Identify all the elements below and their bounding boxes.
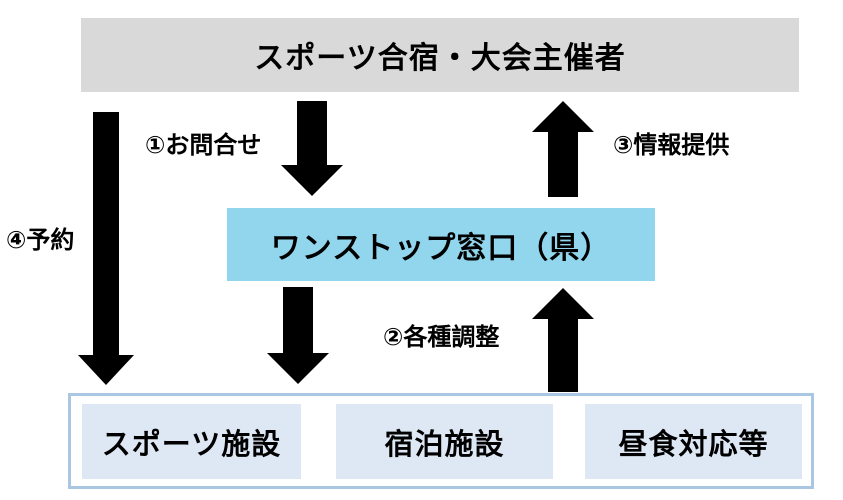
inquiry-arrow-down-icon [281,101,343,196]
onestop-window-box: ワンストップ窓口（県） [227,208,655,281]
onestop-window-label: ワンストップ窓口（県） [270,231,612,265]
organizer-box: スポーツ合宿・大会主催者 [81,18,799,92]
reservation-flow-label: ④予約 [6,227,75,254]
facility-box-lunch: 昼食対応等 [585,404,802,479]
coordination-flow-label: ②各種調整 [383,324,500,351]
facilities-container: スポーツ施設 宿泊施設 昼食対応等 [68,393,814,489]
organizer-label: スポーツ合宿・大会主催者 [254,42,626,75]
facility-lodging-label: 宿泊施設 [384,428,505,461]
information-arrow-up-icon [532,101,594,197]
facility-sports-label: スポーツ施設 [101,428,282,461]
coordination-arrow-down-icon [267,287,329,384]
information-flow-label: ③情報提供 [613,132,730,159]
inquiry-flow-label: ①お問合せ [145,132,262,159]
facility-lunch-label: 昼食対応等 [618,428,769,461]
facility-box-sports: スポーツ施設 [82,404,301,479]
coordination-arrow-up-icon [532,288,594,392]
facility-box-lodging: 宿泊施設 [336,404,553,479]
reservation-arrow-down-icon [78,112,134,385]
